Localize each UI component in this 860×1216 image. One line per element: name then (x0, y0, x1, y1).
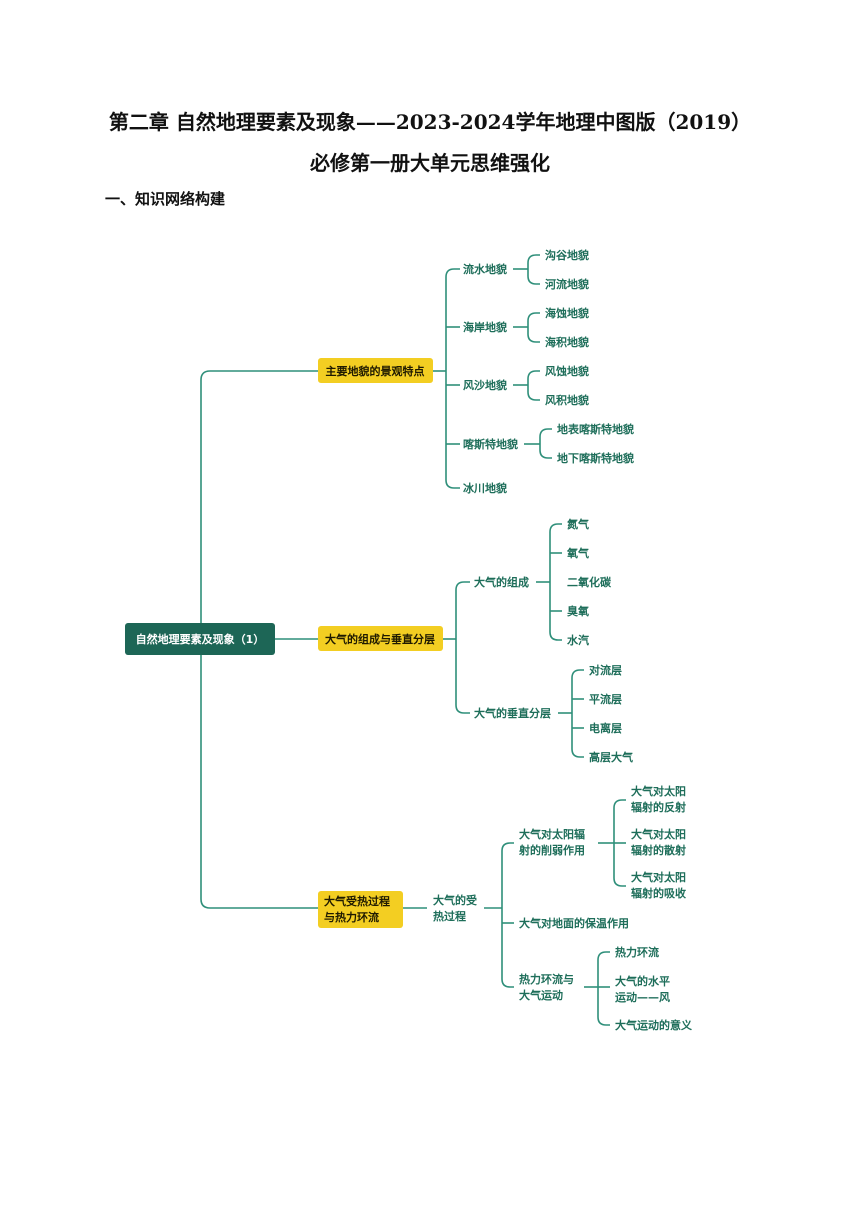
branch-atmosphere-label: 大气的组成与垂直分层 (325, 632, 435, 646)
node-karst-landform: 喀斯特地貌 (463, 437, 518, 451)
node-scattering-line1: 大气对太阳 (631, 827, 686, 841)
branch-heating-box (318, 891, 403, 928)
node-troposphere: 对流层 (589, 663, 622, 677)
document-title-line-1: 第二章 自然地理要素及现象——2023-2024学年地理中图版（2019） (108, 110, 752, 134)
node-vertical-layers: 大气的垂直分层 (474, 706, 551, 720)
node-thermal-circulation: 热力环流 (615, 945, 659, 959)
branch-heating-label-line2: 与热力环流 (324, 910, 379, 924)
node-oxygen: 氧气 (566, 546, 589, 560)
branch-atmosphere-box (318, 626, 443, 651)
node-glacial-landform: 冰川地貌 (463, 481, 507, 495)
node-reflection-line1: 大气对太阳 (631, 784, 686, 798)
node-aeolian-landform: 风沙地貌 (463, 378, 507, 392)
node-circulation-line2: 大气运动 (519, 988, 563, 1002)
node-surface-karst: 地表喀斯特地貌 (557, 422, 634, 436)
node-underground-karst: 地下喀斯特地貌 (557, 451, 634, 465)
branch-landforms-box (318, 358, 433, 383)
node-atmosphere-composition: 大气的组成 (474, 575, 529, 589)
branch-heating-label-line1: 大气受热过程 (324, 894, 390, 908)
node-wind-erosion-landform: 风蚀地貌 (545, 364, 589, 378)
node-heating-process-line1: 大气的受 (433, 893, 477, 907)
node-gully-landform: 沟谷地貌 (545, 248, 589, 262)
root-node-box (125, 623, 275, 655)
node-marine-deposit-landform: 海积地貌 (545, 335, 589, 349)
node-horizontal-motion-line1: 大气的水平 (615, 974, 670, 988)
node-weakening-line1: 大气对太阳辐 (519, 827, 585, 841)
node-fluvial-landform: 流水地貌 (463, 262, 507, 276)
node-horizontal-motion-line2: 运动——风 (615, 990, 670, 1004)
atmosphere-subtree: 大气的组成 氮气 氧气 二氧化碳 臭氧 水汽 大气的垂直分层 对流层 平流层 电… (474, 517, 633, 764)
section-heading-knowledge-network: 一、知识网络构建 (105, 190, 226, 208)
node-river-landform: 河流地貌 (545, 277, 589, 291)
node-absorption-line1: 大气对太阳 (631, 870, 686, 884)
mind-map-connectors (200, 254, 626, 1026)
mind-map-root: 自然地理要素及现象（1） (125, 623, 275, 655)
node-nitrogen: 氮气 (567, 517, 589, 531)
node-heating-process-line2: 热过程 (433, 909, 466, 923)
node-insulation: 大气对地面的保温作用 (519, 916, 629, 930)
root-node-label: 自然地理要素及现象（1） (136, 632, 265, 646)
node-absorption-line2: 辐射的吸收 (631, 886, 686, 900)
node-stratosphere: 平流层 (589, 692, 622, 706)
node-scattering-line2: 辐射的散射 (631, 843, 686, 857)
node-reflection-line2: 辐射的反射 (631, 800, 686, 814)
node-marine-erosion-landform: 海蚀地貌 (545, 306, 589, 320)
node-circulation-line1: 热力环流与 (519, 972, 574, 986)
heating-subtree: 大气的受 热过程 大气对太阳辐 射的削弱作用 大气对太阳 辐射的反射 大气对太阳… (433, 784, 693, 1032)
node-upper-atmosphere: 高层大气 (589, 750, 633, 764)
landforms-subtree: 流水地貌 沟谷地貌 河流地貌 海岸地貌 海蚀地貌 海积地貌 风沙地貌 风蚀地貌 … (463, 248, 634, 495)
document-title-line-2: 必修第一册大单元思维强化 (310, 151, 550, 175)
node-motion-significance: 大气运动的意义 (615, 1018, 693, 1032)
node-ionosphere: 电离层 (589, 721, 622, 735)
node-coastal-landform: 海岸地貌 (463, 320, 507, 334)
mind-map-branches: 主要地貌的景观特点 大气的组成与垂直分层 大气受热过程 与热力环流 (318, 358, 443, 928)
branch-landforms-label: 主要地貌的景观特点 (326, 364, 425, 378)
node-water-vapor: 水汽 (567, 633, 589, 647)
node-ozone: 臭氧 (567, 604, 589, 618)
node-wind-deposit-landform: 风积地貌 (545, 393, 589, 407)
node-carbon-dioxide: 二氧化碳 (567, 575, 612, 589)
node-weakening-line2: 射的削弱作用 (518, 843, 585, 857)
